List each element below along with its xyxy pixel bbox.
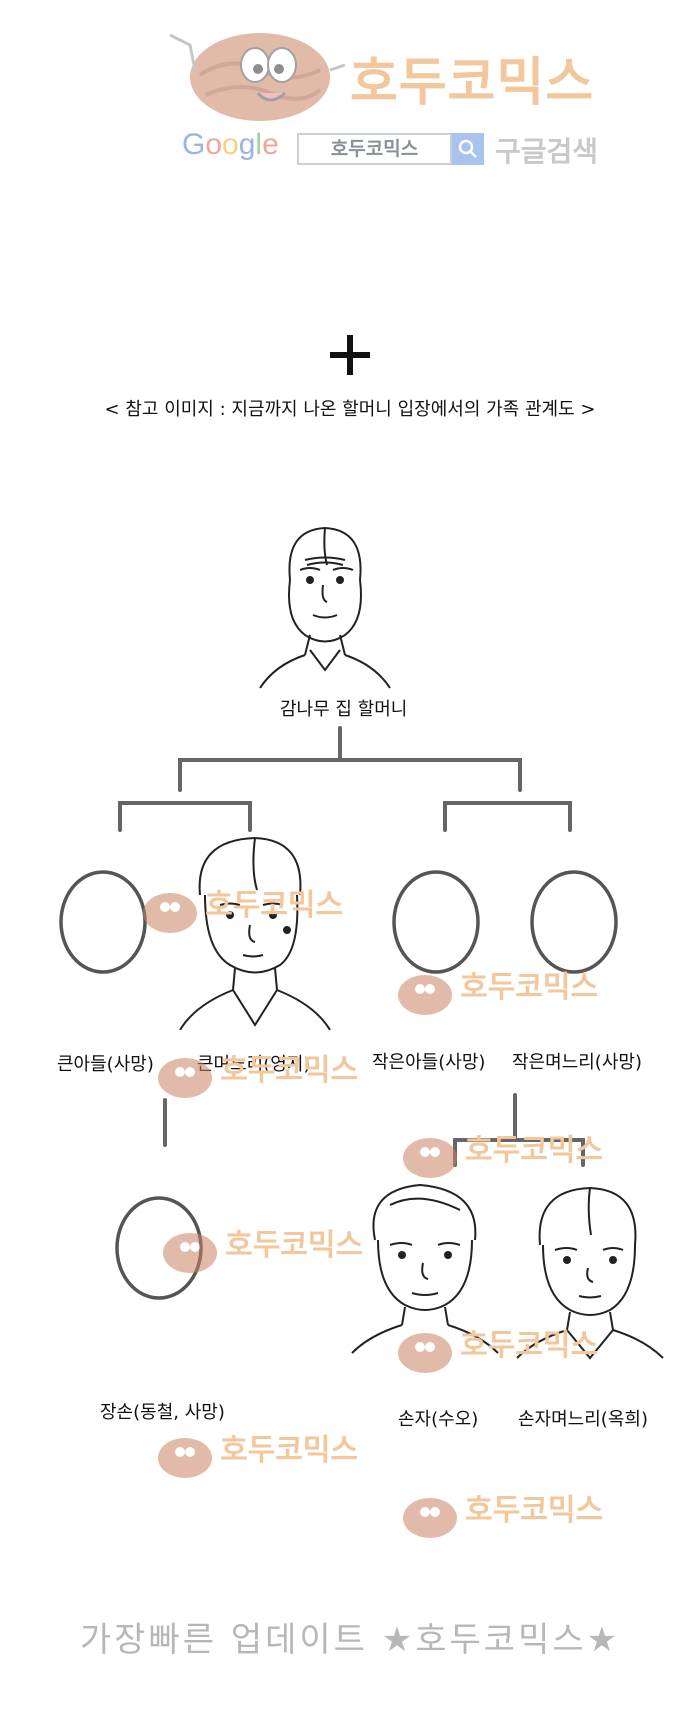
google-letter: G bbox=[182, 128, 206, 161]
walnut-mascot-icon bbox=[398, 1332, 452, 1373]
walnut-mascot-icon bbox=[398, 974, 452, 1015]
eldest-daughter-in-law-label: 큰며느리(영지) bbox=[197, 1054, 311, 1075]
google-letter: o bbox=[205, 128, 223, 161]
watermark-stamp: 호두코믹스 bbox=[400, 1485, 603, 1540]
second-daughter-in-law-label: 작은며느리(사망) bbox=[512, 1052, 642, 1073]
search-after-text: 구글검색 bbox=[495, 135, 599, 168]
google-letter: g bbox=[238, 128, 256, 161]
watermark-stamp: 호두코믹스 bbox=[400, 1125, 603, 1180]
grandson-wife-portrait bbox=[516, 1186, 664, 1360]
eldest-son-label: 큰아들(사망) bbox=[57, 1054, 154, 1075]
diagram-caption: < 참고 이미지 : 지금까지 나온 할머니 입장에서의 가족 관계도 > bbox=[104, 399, 596, 420]
watermark-text: 호두코믹스 bbox=[460, 970, 599, 1005]
watermark-text: 호두코믹스 bbox=[220, 1053, 359, 1088]
watermark-text: 호두코믹스 bbox=[465, 1133, 604, 1168]
watermark-text: 호두코믹스 bbox=[460, 1328, 599, 1363]
walnut-mascot-icon bbox=[143, 892, 197, 933]
search-box: 호두코믹스 bbox=[297, 133, 452, 165]
eldest-daughter-in-law-portrait bbox=[179, 836, 331, 1030]
plus-icon bbox=[330, 335, 370, 375]
walnut-mascot-icon bbox=[163, 1232, 217, 1273]
eldest-grandson-label: 장손(동철, 사망) bbox=[100, 1402, 225, 1423]
watermark-text: 호두코믹스 bbox=[205, 888, 344, 923]
grandson-wife-label: 손자며느리(옥희) bbox=[518, 1409, 648, 1430]
footer-banner: 가장빠른 업데이트 ★호두코믹스★ bbox=[79, 1620, 621, 1660]
watermark-text: 호두코믹스 bbox=[225, 1228, 364, 1263]
watermark-text: 호두코믹스 bbox=[220, 1433, 359, 1468]
walnut-mascot-icon bbox=[169, 33, 346, 121]
google-letter: l bbox=[255, 128, 263, 161]
watermark-stamp: 호두코믹스 bbox=[140, 880, 343, 935]
watermark-stamp: 호두코믹스 bbox=[395, 1320, 598, 1375]
second-son-label: 작은아들(사망) bbox=[372, 1052, 486, 1073]
grandmother-portrait bbox=[259, 526, 391, 689]
watermark-text: 호두코믹스 bbox=[465, 1493, 604, 1528]
google-logo: Google bbox=[182, 128, 279, 162]
walnut-mascot-icon bbox=[158, 1437, 212, 1478]
second-son-circle bbox=[392, 870, 480, 974]
eldest-son-circle bbox=[59, 870, 147, 974]
search-button bbox=[452, 133, 484, 165]
watermark-stamp: 호두코믹스 bbox=[160, 1220, 363, 1275]
watermark-stamp: 호두코믹스 bbox=[155, 1425, 358, 1480]
walnut-mascot-icon bbox=[403, 1137, 457, 1178]
grandmother-label: 감나무 집 할머니 bbox=[280, 699, 408, 720]
magnifier-icon bbox=[458, 139, 477, 158]
watermark-title: 호두코믹스 bbox=[350, 53, 595, 113]
watermark-stamp: 호두코믹스 bbox=[155, 1045, 358, 1100]
google-letter: e bbox=[262, 128, 279, 161]
watermark-stamp: 호두코믹스 bbox=[395, 962, 598, 1017]
walnut-mascot-icon bbox=[158, 1057, 212, 1098]
grandson-portrait bbox=[351, 1183, 499, 1354]
google-letter: o bbox=[222, 128, 239, 161]
grandson-label: 손자(수오) bbox=[398, 1409, 479, 1430]
second-daughter-in-law-circle bbox=[530, 870, 618, 974]
walnut-mascot-icon bbox=[403, 1497, 457, 1538]
